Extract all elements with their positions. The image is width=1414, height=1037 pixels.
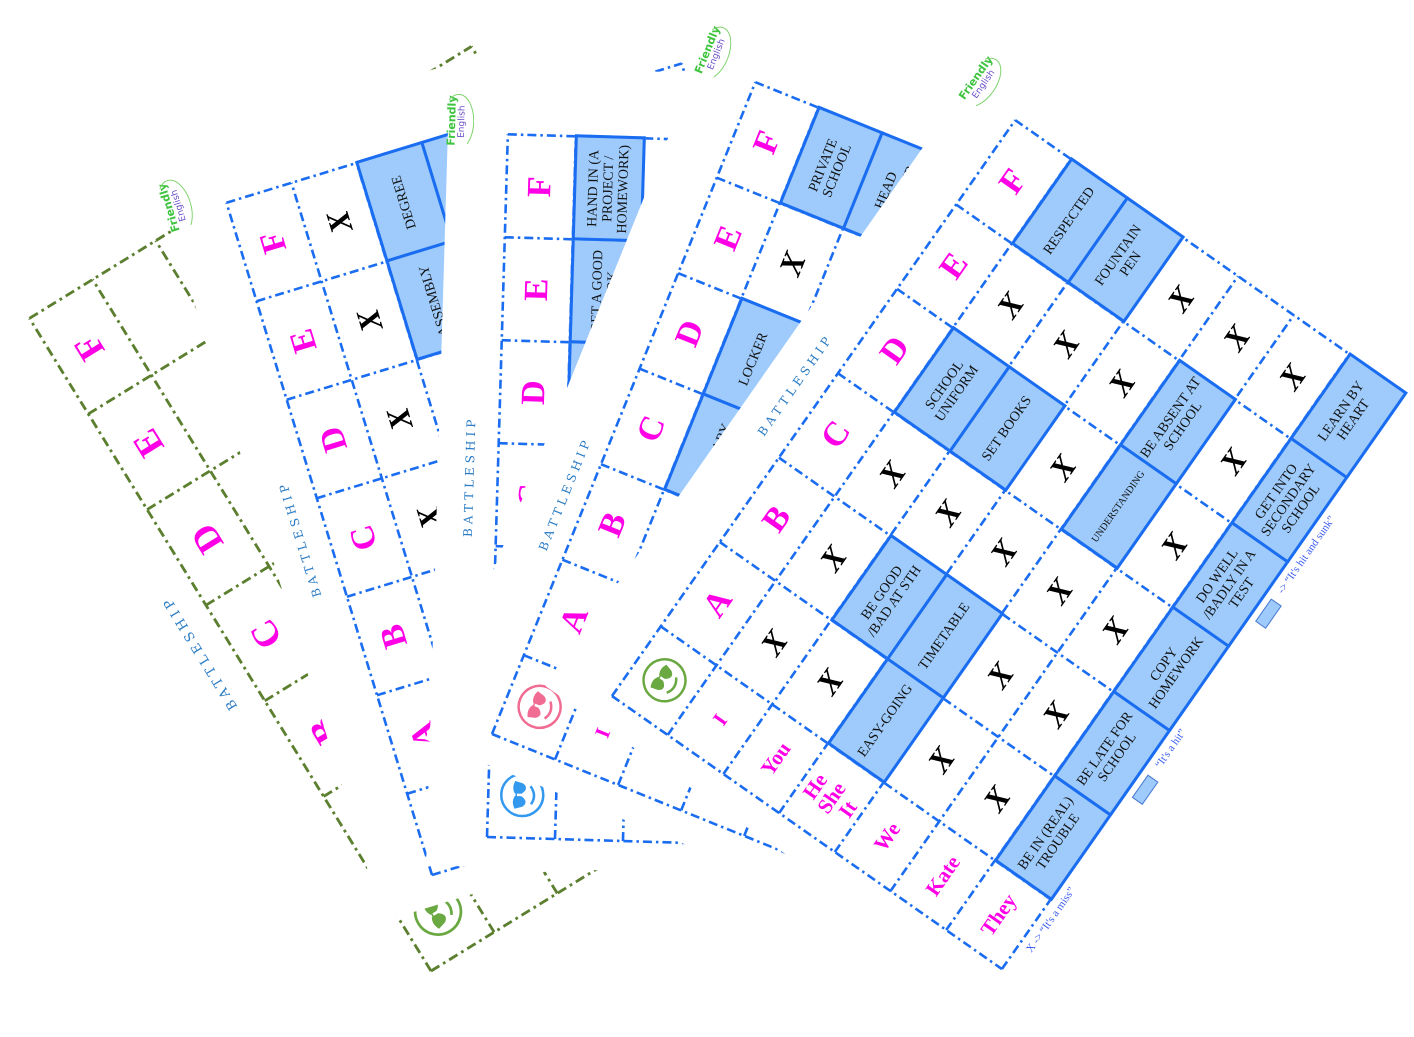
grid-line [666, 158, 1072, 736]
smiley-sunglasses-icon [641, 658, 687, 703]
column-letter-F: F [521, 175, 559, 198]
grid-line [610, 119, 1017, 697]
grid-line [28, 317, 433, 972]
logo-swoosh [441, 93, 476, 151]
smiley-sunglasses-icon [516, 685, 562, 730]
grid-line [611, 694, 1003, 971]
smiley-cell [492, 655, 587, 759]
smiley-cell [612, 626, 716, 735]
grid-line [225, 202, 434, 876]
grid-line [722, 197, 1128, 775]
column-letter-E: E [517, 277, 556, 302]
